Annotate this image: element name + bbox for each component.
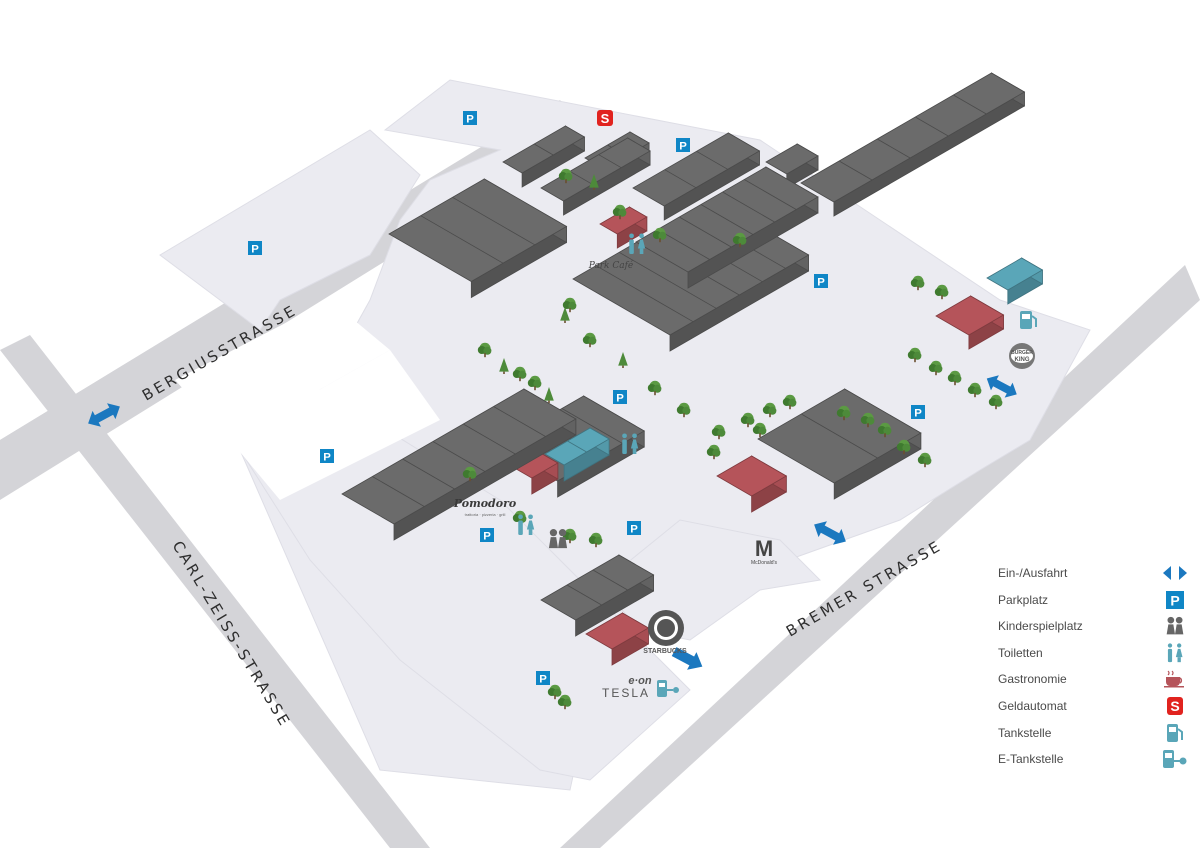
legend-row-toilets: Toiletten — [998, 640, 1188, 666]
building-blue-east — [986, 257, 1044, 305]
toilets-icon — [1162, 643, 1188, 663]
svg-text:Pomodoro: Pomodoro — [453, 497, 516, 510]
pomodoro-logo: Pomodoro trattoria · pizzeria · grill — [453, 497, 516, 517]
lot-inner-road-2 — [230, 350, 440, 500]
svg-text:KING: KING — [1015, 357, 1030, 363]
svg-text:P: P — [1170, 592, 1179, 608]
legend-label: Ein-/Ausfahrt — [998, 566, 1068, 580]
legend-row-gastronomy: Gastronomie — [998, 666, 1188, 692]
svg-text:STARBUCKS: STARBUCKS — [643, 648, 687, 655]
legend-row-parking: Parkplatz P — [998, 587, 1188, 613]
building-far-east — [765, 143, 819, 189]
legend-row-playground: Kinderspielplatz — [998, 613, 1188, 639]
carl-zeiss-road — [0, 335, 430, 848]
building-north-small-1 — [502, 125, 586, 188]
parking-icon — [676, 138, 690, 152]
lot-northwest — [159, 129, 421, 331]
parking-icon — [911, 405, 925, 419]
entrance-arrows — [83, 370, 1021, 670]
map-legend: Ein-/Ausfahrt Parkplatz P Kinderspielpla… — [998, 560, 1188, 773]
fuel-pump-icon — [1162, 723, 1188, 743]
street-label-carl-zeiss: CARL-ZEISS-STRASSE — [169, 538, 295, 731]
entrance-arrows-icon — [1162, 566, 1188, 580]
eon-tesla-logo: e·on TESLA — [602, 675, 679, 700]
svg-text:trattoria · pizzeria · grill: trattoria · pizzeria · grill — [465, 512, 506, 517]
legend-row-ev: E-Tankstelle — [998, 746, 1188, 772]
legend-label: Gastronomie — [998, 672, 1067, 687]
parking-icon — [814, 274, 828, 288]
buildings — [341, 72, 1044, 666]
parking-icon — [536, 671, 550, 685]
ev-charger-icon — [1162, 749, 1188, 769]
building-north-cafe — [540, 137, 651, 216]
fuel-pump-icon-map — [1020, 311, 1037, 329]
parking-icon — [480, 528, 494, 542]
svg-text:Park Café: Park Café — [588, 260, 634, 271]
building-center-long-2 — [635, 166, 819, 289]
svg-text:McDonald's: McDonald's — [751, 560, 777, 566]
legend-row-entrance: Ein-/Ausfahrt — [998, 560, 1188, 586]
building-burger-king — [935, 295, 1005, 350]
legend-label: Geldautomat — [998, 698, 1067, 713]
building-south-west-long — [341, 388, 577, 541]
building-center-red — [510, 450, 559, 495]
legend-label: Parkplatz — [998, 592, 1049, 607]
legend-label: E-Tankstelle — [998, 752, 1064, 767]
svg-text:BURGER: BURGER — [1011, 350, 1033, 356]
mcdonalds-logo: M McDonald's — [751, 536, 777, 566]
entrance-arrow-starbucks — [671, 647, 703, 670]
building-east-long — [800, 72, 1026, 217]
building-park-cafe — [599, 206, 648, 249]
building-south-west-wing — [540, 554, 655, 637]
building-north-east-row — [632, 132, 761, 221]
building-large-west — [388, 178, 568, 299]
parking-icon: P — [1162, 590, 1188, 609]
park-cafe-logo: Park Café — [588, 260, 634, 271]
legend-row-fuel: Tankstelle — [998, 720, 1188, 746]
svg-text:S: S — [601, 111, 610, 126]
parking-icon — [613, 390, 627, 404]
parking-icon — [627, 521, 641, 535]
building-center-blue — [544, 427, 610, 482]
playground-icon — [1162, 616, 1188, 636]
svg-text:M: M — [755, 536, 773, 561]
coffee-cup-icon — [1162, 670, 1188, 688]
legend-label: Kinderspielplatz — [998, 619, 1083, 634]
parking-icon — [248, 241, 262, 255]
svg-text:TESLA: TESLA — [602, 686, 650, 700]
parking-icon — [320, 449, 334, 463]
svg-text:e·on: e·on — [628, 675, 652, 687]
legend-row-atm: Geldautomat S — [998, 693, 1188, 719]
sparkasse-atm-icon: S — [1162, 696, 1188, 715]
legend-label: Toiletten — [998, 645, 1043, 660]
starbucks-logo: STARBUCKS — [643, 610, 687, 655]
legend-label: Tankstelle — [998, 725, 1052, 740]
svg-text:S: S — [1170, 698, 1179, 714]
building-mcdonalds — [716, 455, 788, 513]
parking-icon — [463, 111, 477, 125]
atm-marker: S — [597, 110, 613, 126]
burger-king-logo: BURGER KING — [1009, 343, 1035, 369]
lot-inner-road — [175, 300, 390, 440]
